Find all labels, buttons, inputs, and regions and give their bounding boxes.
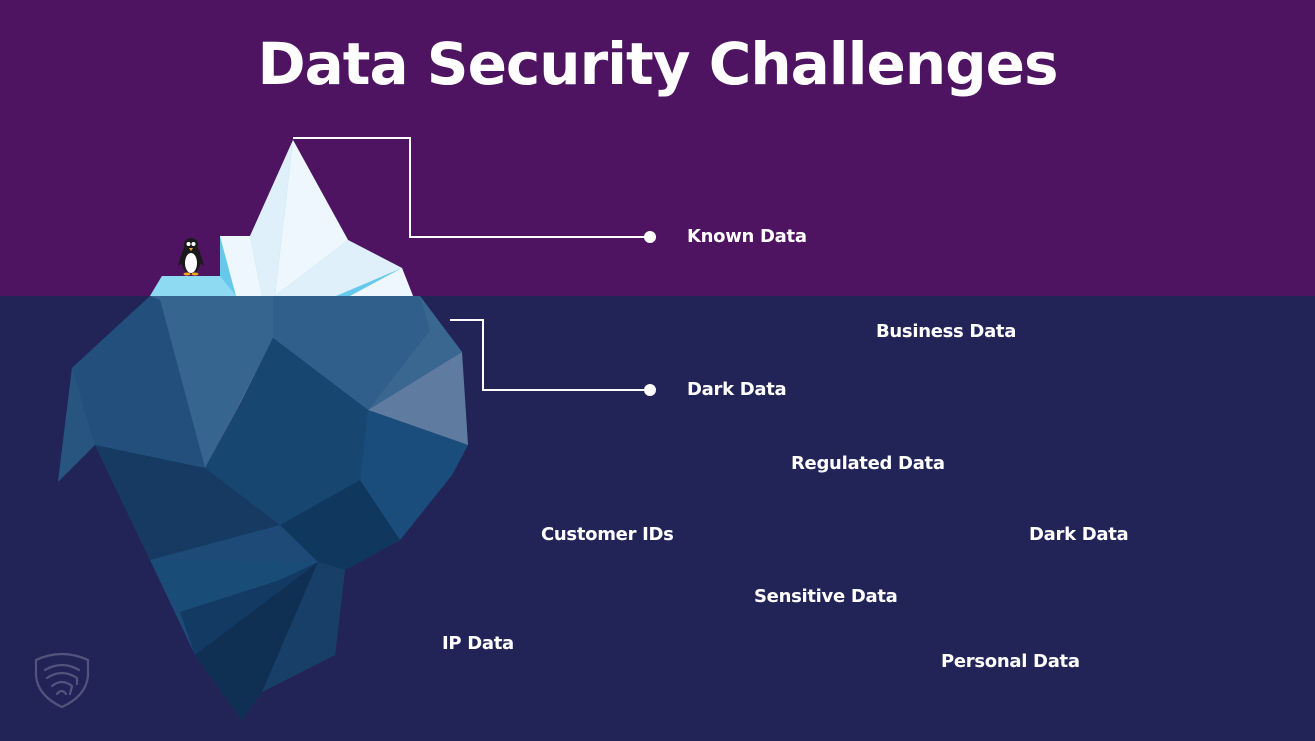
iceberg-tip [150, 140, 413, 296]
personal-data-label: Personal Data [941, 651, 1080, 672]
regulated-data-label: Regulated Data [791, 453, 945, 474]
ip-data-label: IP Data [442, 633, 514, 654]
penguin-icon [178, 238, 204, 276]
dark-data-connector [450, 319, 650, 391]
known-data-connector [293, 137, 650, 238]
sensitive-data-label: Sensitive Data [754, 586, 898, 607]
known-data-dot [644, 231, 656, 243]
fingerprint-shield-icon [34, 652, 90, 709]
dark-data-label: Dark Data [1029, 524, 1129, 545]
dark-data-callout-label: Dark Data [687, 379, 787, 400]
dark-data-dot [644, 384, 656, 396]
sky-background [0, 0, 1315, 296]
iceberg-underwater [58, 296, 468, 720]
page-title: Data Security Challenges [257, 30, 1058, 98]
business-data-label: Business Data [876, 321, 1017, 342]
known-data-label: Known Data [687, 226, 807, 247]
customer-ids-label: Customer IDs [541, 524, 674, 545]
